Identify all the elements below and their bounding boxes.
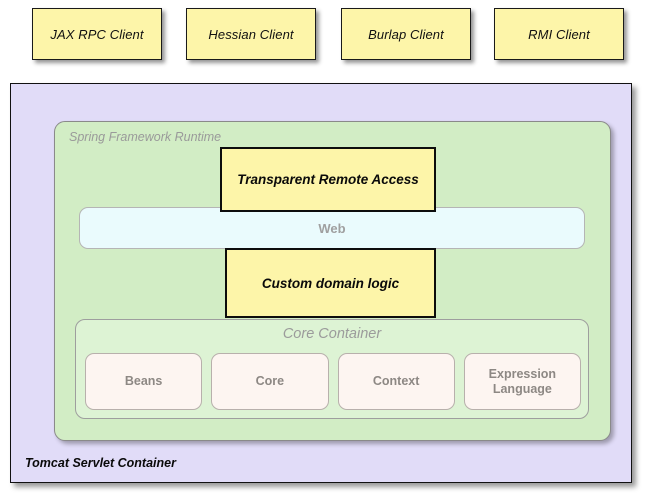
core-module-expression-language[interactable]: Expression Language bbox=[463, 353, 581, 410]
core-module-label: Core bbox=[255, 374, 285, 389]
client-box-label: JAX RPC Client bbox=[50, 26, 144, 42]
servlet-container-label: Tomcat Servlet Container bbox=[25, 456, 176, 470]
feature-box-transparent-remote-access[interactable]: Transparent Remote Access bbox=[220, 147, 436, 212]
core-module-core[interactable]: Core bbox=[211, 353, 329, 410]
client-box-label: Burlap Client bbox=[368, 26, 444, 42]
feature-box-label: Transparent Remote Access bbox=[237, 172, 419, 187]
client-box-label: RMI Client bbox=[528, 26, 590, 42]
core-module-context[interactable]: Context bbox=[337, 353, 455, 410]
client-box-hessian[interactable]: Hessian Client bbox=[186, 8, 316, 60]
client-box-jax-rpc[interactable]: JAX RPC Client bbox=[32, 8, 162, 60]
core-module-label: Context bbox=[372, 374, 420, 389]
core-module-beans[interactable]: Beans bbox=[85, 353, 203, 410]
core-container: Core Container Beans Core Context Expres… bbox=[75, 319, 589, 419]
web-layer-band: Web bbox=[79, 207, 585, 249]
core-module-list: Beans Core Context Expression Language bbox=[85, 353, 581, 410]
feature-box-label: Custom domain logic bbox=[261, 275, 400, 291]
client-box-label: Hessian Client bbox=[208, 26, 294, 42]
spring-runtime-label: Spring Framework Runtime bbox=[69, 130, 222, 144]
client-box-rmi[interactable]: RMI Client bbox=[494, 8, 624, 60]
core-module-label: Expression Language bbox=[488, 367, 557, 396]
client-box-burlap[interactable]: Burlap Client bbox=[341, 8, 471, 60]
feature-box-custom-domain-logic[interactable]: Custom domain logic bbox=[225, 248, 436, 318]
web-layer-label: Web bbox=[318, 220, 346, 236]
core-container-title: Core Container bbox=[282, 326, 382, 342]
core-module-label: Beans bbox=[124, 374, 163, 389]
